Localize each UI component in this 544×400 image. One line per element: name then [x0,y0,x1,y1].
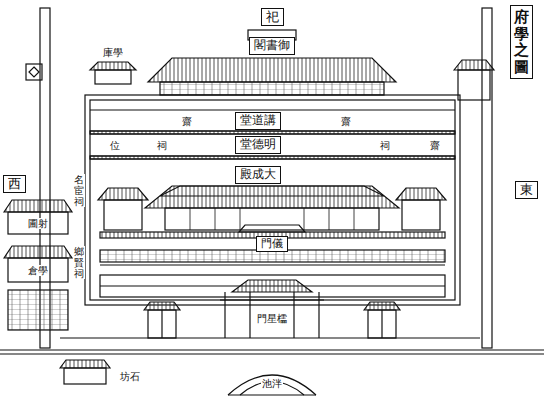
node-text: 明德堂 [240,138,276,152]
node-text: 祀 [266,10,279,25]
node-text: 東 [520,183,533,197]
place-label: 泮池 [261,378,283,389]
hall-sign: 明德堂 [235,136,281,154]
place-label: 齋 [181,116,193,127]
hall-sign: 御書閣 [249,37,295,55]
node-text: 御書閣 [254,39,290,53]
place-label: 射圃 [27,218,49,229]
place-label: 學庫 [102,47,124,58]
place-label: 鄉賢祠 [73,246,85,279]
place-label: 位 [109,140,121,151]
hall-sign: 儀門 [256,236,288,253]
hall-sign: 祀 [261,8,284,27]
place-label: 名宦祠 [73,174,85,207]
place-label: 櫺星門 [256,313,288,324]
place-label: 齋 [340,116,352,127]
hall-sign: 講道堂 [235,112,281,130]
node-text: 大成殿 [240,168,276,182]
node-text: 儀門 [261,238,283,251]
node-text: 西 [8,177,21,191]
place-label: 齋 [429,140,441,151]
direction-box: 東 [515,181,538,199]
place-label: 祠 [156,140,168,151]
direction-box: 西 [3,175,26,193]
place-label: 石坊 [119,371,141,382]
place-label: 祠 [379,140,391,151]
place-label: 學倉 [27,265,49,276]
node-text: 講道堂 [240,114,276,128]
map-title: 府學之圖 [510,5,533,79]
hall-sign: 大成殿 [235,166,281,184]
